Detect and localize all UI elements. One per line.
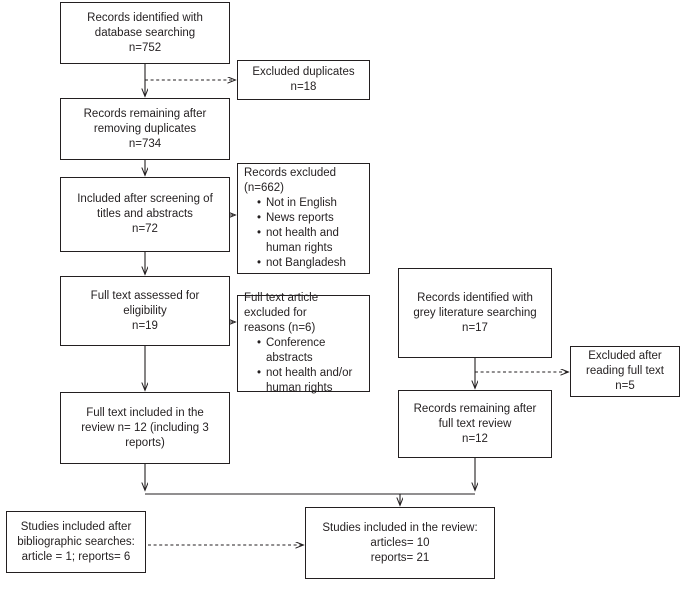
box-text-line: full text review xyxy=(438,417,512,430)
full-text-included-in-review-box: Full text included in the review n= 12 (i… xyxy=(60,392,230,464)
box-content: Studies included after bibliographic sear… xyxy=(7,520,145,565)
box-text-line: n=19 xyxy=(132,319,158,332)
box-text-line: n=12 xyxy=(462,432,488,445)
full-text-assessed-box: Full text assessed for eligibility n=19 xyxy=(60,276,230,346)
box-content: Studies included in the review: articles=… xyxy=(306,521,494,566)
studies-included-in-review-box: Studies included in the review: articles=… xyxy=(305,507,495,579)
box-content: Included after screening of titles and ab… xyxy=(61,192,229,237)
box-text-line: bibliographic searches: xyxy=(17,535,135,548)
box-text-line: Studies included after xyxy=(20,520,132,533)
box-text-line: Excluded after xyxy=(588,350,662,362)
included-after-screening-box: Included after screening of titles and ab… xyxy=(60,177,230,252)
box-text-line: Records identified with xyxy=(417,291,533,304)
box-content: Records excluded (n=662) Not in EnglishNew… xyxy=(238,166,369,271)
box-bullet-item: not health and/or human rights xyxy=(257,366,364,396)
box-text-line: Full text included in the xyxy=(86,406,204,419)
box-text-line: Records excluded xyxy=(244,167,337,179)
box-content: Full text assessed for eligibility n=19 xyxy=(61,289,229,334)
box-text-line: n=752 xyxy=(128,41,162,54)
box-text-line: Records identified with xyxy=(87,11,203,24)
box-bullet-list: Not in EnglishNews reportsnot health and… xyxy=(244,196,364,271)
box-text-line: titles and abstracts xyxy=(97,208,193,220)
box-text-line: removing duplicates xyxy=(93,122,197,135)
box-text-line: n=5 xyxy=(615,380,635,392)
excluded-after-reading-full-text-box: Excluded after reading full text n=5 xyxy=(570,346,680,397)
box-content: Records identified with grey literature s… xyxy=(399,291,551,336)
box-content: Excluded duplicates n=18 xyxy=(238,65,369,95)
box-content: Records remaining after removing duplicat… xyxy=(61,107,229,152)
box-content: Excluded after reading full text n=5 xyxy=(571,349,679,394)
box-text-line: reports= 21 xyxy=(370,551,430,564)
box-text-line: Excluded duplicates xyxy=(252,66,355,78)
records-excluded-box: Records excluded (n=662) Not in EnglishNew… xyxy=(237,163,370,274)
records-identified-database-box: Records identified with database searchin… xyxy=(60,2,230,64)
box-text-line: database searching xyxy=(94,26,196,39)
box-text-line: eligibility xyxy=(123,304,167,317)
box-text-line: reasons (n=6) xyxy=(244,322,316,334)
box-text-line: n=734 xyxy=(128,137,162,150)
full-text-article-excluded-box: Full text article excluded for reasons (n=… xyxy=(237,292,370,394)
box-text-line: n=18 xyxy=(290,81,317,93)
box-text-line: grey literature searching xyxy=(413,306,537,319)
box-text-line: Full text assessed for xyxy=(90,289,200,302)
box-content: Records identified with database searchin… xyxy=(61,11,229,56)
box-bullet-item: Conference abstracts xyxy=(257,336,364,366)
box-text-line: reports) xyxy=(125,436,165,449)
box-bullet-item: Not in English xyxy=(257,196,364,211)
box-text-line: n=72 xyxy=(132,223,158,235)
box-bullet-item: News reports xyxy=(257,211,364,226)
box-content: Full text article excluded for reasons (n=… xyxy=(238,291,369,396)
box-text-line: review n= 12 (including 3 xyxy=(81,421,209,434)
records-remaining-after-duplicates-box: Records remaining after removing duplicat… xyxy=(60,98,230,160)
excluded-duplicates-box: Excluded duplicates n=18 xyxy=(237,60,370,100)
studies-included-bibliographic-searches-box: Studies included after bibliographic sear… xyxy=(6,511,146,573)
box-text-line: Included after screening of xyxy=(77,193,213,205)
box-text-line: excluded for xyxy=(244,307,307,319)
box-text-line: Full text article xyxy=(244,292,319,304)
box-content: Records remaining after full text review n… xyxy=(399,402,551,447)
box-text-line: Records remaining after xyxy=(413,402,537,415)
box-text-line: article = 1; reports= 6 xyxy=(21,550,131,563)
box-text-line: n=17 xyxy=(462,321,488,334)
box-bullet-item: not Bangladesh xyxy=(257,256,364,271)
box-text-line: (n=662) xyxy=(244,182,284,194)
box-text-line: Records remaining after xyxy=(83,107,207,120)
box-text-line: Studies included in the review: xyxy=(322,521,478,534)
box-bullet-item: not health and human rights xyxy=(257,226,364,256)
box-bullet-list: Conference abstractsnot health and/or hu… xyxy=(244,336,364,396)
records-identified-grey-literature-box: Records identified with grey literature s… xyxy=(398,268,552,358)
box-text-line: articles= 10 xyxy=(370,536,430,549)
records-remaining-after-full-text-review-box: Records remaining after full text review n… xyxy=(398,390,552,458)
box-text-line: reading full text xyxy=(586,365,664,377)
box-content: Full text included in the review n= 12 (i… xyxy=(61,406,229,451)
